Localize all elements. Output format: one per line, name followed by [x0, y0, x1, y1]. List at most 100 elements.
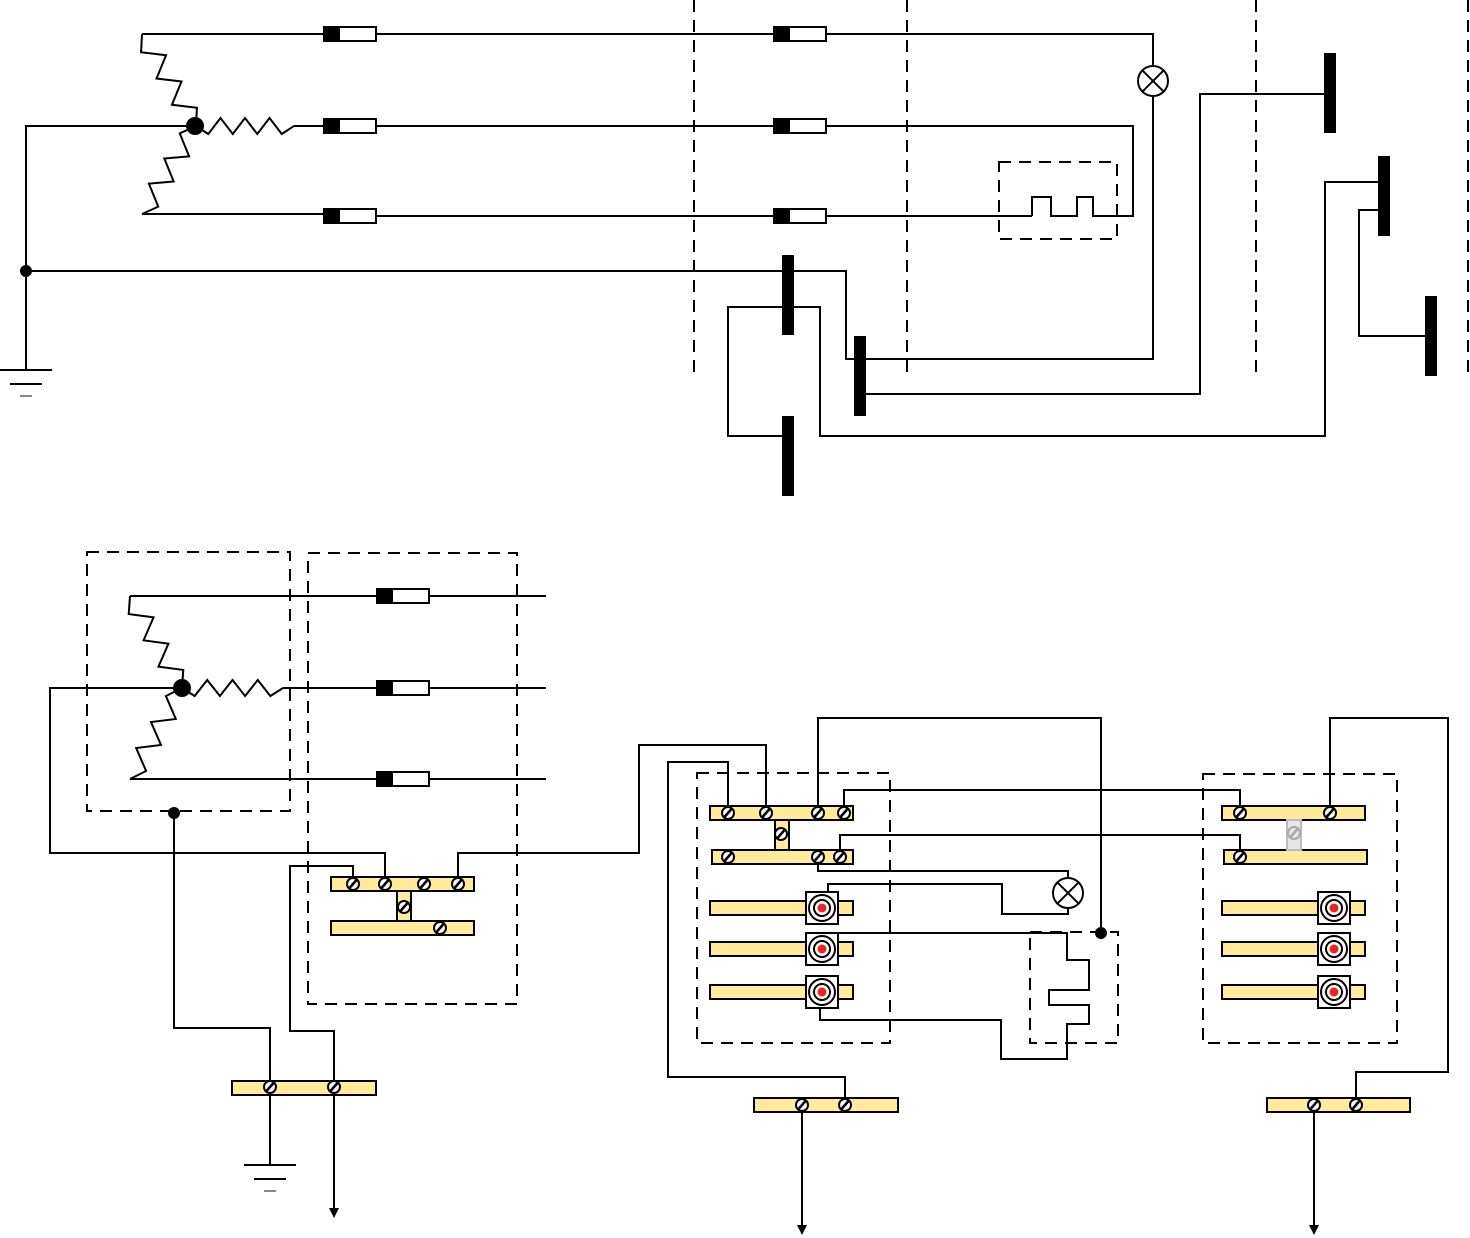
- screw-slot: [329, 1082, 339, 1092]
- screw-slot: [723, 852, 733, 862]
- contact-bar: [1378, 156, 1390, 236]
- plug-ring: [808, 935, 836, 963]
- fuse-cap: [324, 119, 340, 133]
- resistor-icon: [141, 125, 197, 215]
- screw-slot: [723, 808, 733, 818]
- screw-slot: [835, 852, 845, 862]
- screw-slot: [840, 1100, 850, 1110]
- wire: [839, 834, 1241, 850]
- terminal-bar: [753, 1097, 899, 1113]
- screw-slot: [348, 879, 358, 889]
- wire: [1358, 209, 1425, 337]
- contact-bar: [782, 416, 794, 496]
- indicator-dot: [1329, 903, 1339, 913]
- contact-bar: [1324, 53, 1336, 133]
- terminal-bar: [1266, 1097, 1411, 1113]
- resistor-icon: [127, 595, 185, 689]
- wire: [289, 865, 354, 1087]
- wire: [860, 96, 1154, 360]
- plug-ring: [1320, 978, 1348, 1006]
- indicator-dot: [817, 944, 827, 954]
- wire: [866, 93, 1324, 395]
- resistor-icon: [129, 687, 183, 780]
- source-enclosure: [86, 551, 291, 812]
- indicator-dot: [1329, 987, 1339, 997]
- screw-slot: [839, 808, 849, 818]
- screw-slot: [380, 879, 390, 889]
- thermal-enclosure: [1029, 931, 1119, 1044]
- plug-ring: [1320, 894, 1348, 922]
- screw-slot: [1351, 1100, 1361, 1110]
- screw-slot: [813, 808, 823, 818]
- wire: [173, 813, 271, 1087]
- plug-ring: [1325, 983, 1343, 1001]
- plug-ring: [813, 940, 831, 958]
- wire: [457, 744, 767, 878]
- fuse-cap: [324, 27, 340, 41]
- plug-terminal-icon: [805, 975, 839, 1009]
- heater-enclosure: [998, 161, 1118, 240]
- indicator-dot: [1329, 944, 1339, 954]
- screw-slot: [761, 808, 771, 818]
- terminal-enclosure: [1202, 773, 1398, 1044]
- screw-slot: [1289, 828, 1299, 838]
- fuse-cap: [774, 209, 790, 223]
- arrow-down-icon: [797, 1225, 807, 1235]
- indicator-dot: [817, 987, 827, 997]
- contact-bar: [1425, 296, 1437, 376]
- screw-slot: [419, 879, 429, 889]
- fuse-cap: [324, 209, 340, 223]
- wire: [727, 306, 782, 437]
- resistor-icon: [181, 678, 284, 698]
- arrow-down-icon: [1309, 1225, 1319, 1235]
- wire: [843, 789, 1241, 806]
- plug-ring: [1320, 935, 1348, 963]
- fuse-cap: [377, 589, 393, 603]
- contact-bar: [782, 255, 794, 335]
- screw-slot: [453, 879, 463, 889]
- wire: [794, 181, 1378, 437]
- fuse-cap: [774, 119, 790, 133]
- wire: [26, 270, 860, 360]
- screw-slot: [1325, 808, 1335, 818]
- screw-slot: [797, 1100, 807, 1110]
- wire: [826, 125, 1134, 217]
- indicator-dot: [817, 903, 827, 913]
- wire: [827, 883, 1069, 915]
- lamp-cross: [1141, 69, 1165, 93]
- terminal-bar: [330, 920, 475, 936]
- resistor-icon: [195, 116, 295, 136]
- screw-slot: [813, 852, 823, 862]
- terminal-enclosure: [696, 772, 891, 1044]
- screw-slot: [1309, 1100, 1319, 1110]
- fuse-cap: [377, 681, 393, 695]
- screw-slot: [776, 829, 786, 839]
- screw-slot: [1235, 808, 1245, 818]
- screw-slot: [1235, 852, 1245, 862]
- plug-ring: [813, 983, 831, 1001]
- plug-terminal-icon: [805, 891, 839, 925]
- wire: [1329, 717, 1449, 1098]
- screw-slot: [265, 1082, 275, 1092]
- fuse-enclosure: [307, 552, 518, 1005]
- wire: [817, 863, 1069, 877]
- wire: [667, 761, 846, 1098]
- thermal-element-icon: [819, 932, 1090, 1060]
- fuse-cap: [377, 772, 393, 786]
- wire: [25, 125, 195, 370]
- plug-ring: [808, 894, 836, 922]
- contact-bar: [854, 336, 866, 416]
- plug-ring: [808, 978, 836, 1006]
- screw-slot: [435, 923, 445, 933]
- plug-ring: [813, 899, 831, 917]
- wire: [817, 717, 1102, 933]
- wire: [49, 687, 386, 878]
- fuse-cap: [774, 27, 790, 41]
- wire: [826, 33, 1154, 66]
- plug-ring: [1325, 899, 1343, 917]
- terminal-bar: [231, 1080, 377, 1096]
- arrow-down-icon: [329, 1208, 339, 1218]
- lamp-cross: [1056, 881, 1080, 905]
